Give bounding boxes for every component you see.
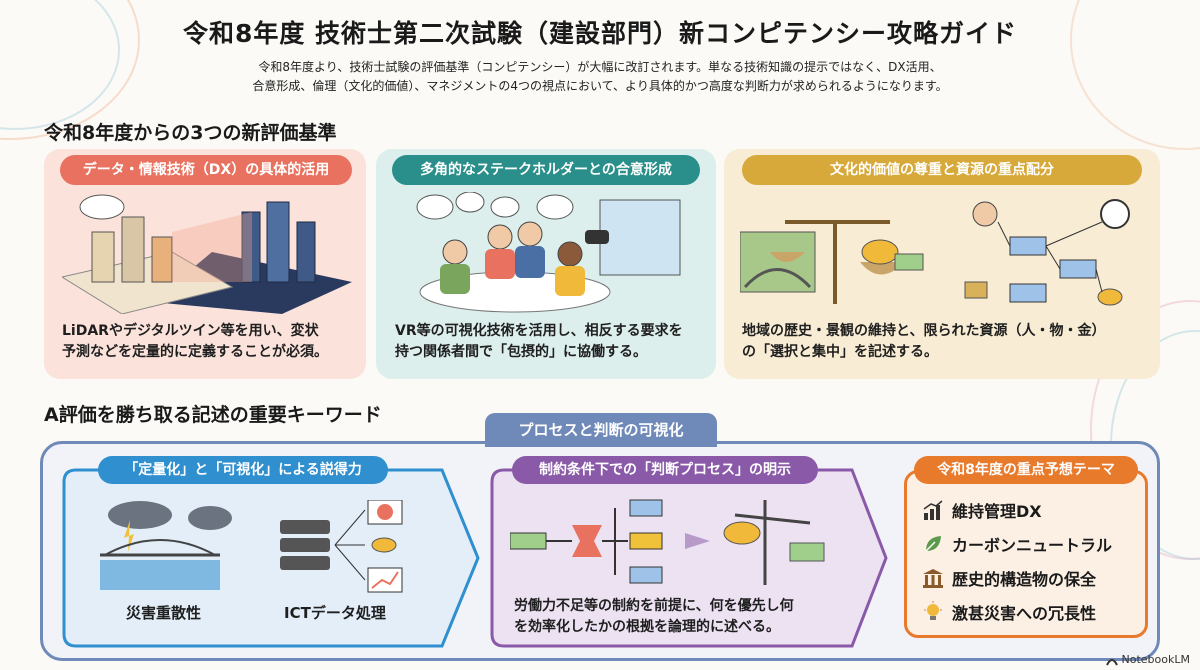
criteria-card-text: 地域の歴史・景観の維持と、限られた資源（人・物・金） の「選択と集中」を記述する… [742,321,1152,363]
intro-text: 令和8年度より、技術士試験の評価基準（コンピテンシー）が大幅に改訂されます。単な… [170,58,1030,96]
priority-themes-label: 令和8年度の重点予想テーマ [914,456,1138,484]
judgment-process-text-line: 労働力不足等の制約を前提に、何を優先し何 [514,598,794,614]
theme-item: 歴史的構造物の保全 [922,566,1096,590]
temple-icon [923,569,943,588]
theme-item: 激甚災害への冗長性 [922,600,1096,624]
notebook-logo-icon [1105,658,1118,665]
meeting-illustration [416,192,681,313]
criteria-card-text-line: VR等の可視化技術を活用し、相反する要求を [395,323,683,339]
criteria-card-label: データ・情報技術（DX）の具体的活用 [60,155,352,185]
criteria-card-text-line: 地域の歴史・景観の維持と、限られた資源（人・物・金） [742,323,1106,339]
theme-item: カーボンニュートラル [922,532,1112,556]
criteria-card-text-line: LiDARやデジタルツイン等を用い、変状 [62,323,319,339]
keywords-tab: プロセスと判断の可視化 [485,413,717,447]
theme-label: 激甚災害への冗長性 [952,604,1097,623]
page-title: 令和8年度 技術士第二次試験（建設部門）新コンピテンシー攻略ガイド [182,19,1018,48]
theme-label: カーボンニュートラル [952,536,1113,555]
intro-line: 合意形成、倫理（文化的価値）、マネジメントの4つの視点において、より具体的かつ高… [252,79,948,93]
theme-label: 維持管理DX [952,502,1042,521]
keywords-heading: A評価を勝ち取る記述の重要キーワード [44,404,382,426]
watermark: NotebookLM [1105,653,1190,666]
criteria-card-text-line: 予測などを定量的に定義することが必須。 [62,344,328,360]
judgment-process-label: 制約条件下での「判断プロセス」の明示 [512,456,818,484]
criteria-card-label: 文化的価値の尊重と資源の重点配分 [742,155,1142,185]
lightbulb-icon [924,601,942,620]
judgment-process-text-line: を効率化したかの根拠を論理的に述べる。 [514,619,780,635]
process-flow-illustration [510,499,825,585]
criteria-heading: 令和8年度からの3つの新評価基準 [44,122,337,144]
criteria-card-text: LiDARやデジタルツイン等を用い、変状 予測などを定量的に定義することが必須。 [62,321,362,363]
leaf-icon [925,536,941,552]
theme-label: 歴史的構造物の保全 [952,570,1097,589]
judgment-process-text: 労働力不足等の制約を前提に、何を優先し何 を効率化したかの根拠を論理的に述べる。 [514,596,844,638]
city-digital-twin-illustration [62,194,352,314]
judgment-process-card [490,468,888,648]
criteria-card-text-line: の「選択と集中」を記述する。 [742,344,938,360]
theme-item: 維持管理DX [922,498,1042,522]
ict-caption: ICTデータ処理 [284,604,386,622]
criteria-card-label: 多角的なステークホルダーとの合意形成 [392,155,700,185]
criteria-card-text-line: 持つ関係者間で「包摂的」に協働する。 [395,344,647,360]
chart-icon [923,500,943,520]
disaster-caption: 災害重散性 [126,604,202,622]
criteria-card-text: VR等の可視化技術を活用し、相反する要求を 持つ関係者間で「包摂的」に協働する。 [395,321,715,363]
watermark-text: NotebookLM [1121,653,1190,666]
disaster-ict-illustration [100,500,403,593]
intro-line: 令和8年度より、技術士試験の評価基準（コンピテンシー）が大幅に改訂されます。単な… [258,60,942,74]
scale-and-flow-illustration [740,199,1130,306]
quantify-visualize-label: 「定量化」と「可視化」による説得力 [98,456,388,484]
